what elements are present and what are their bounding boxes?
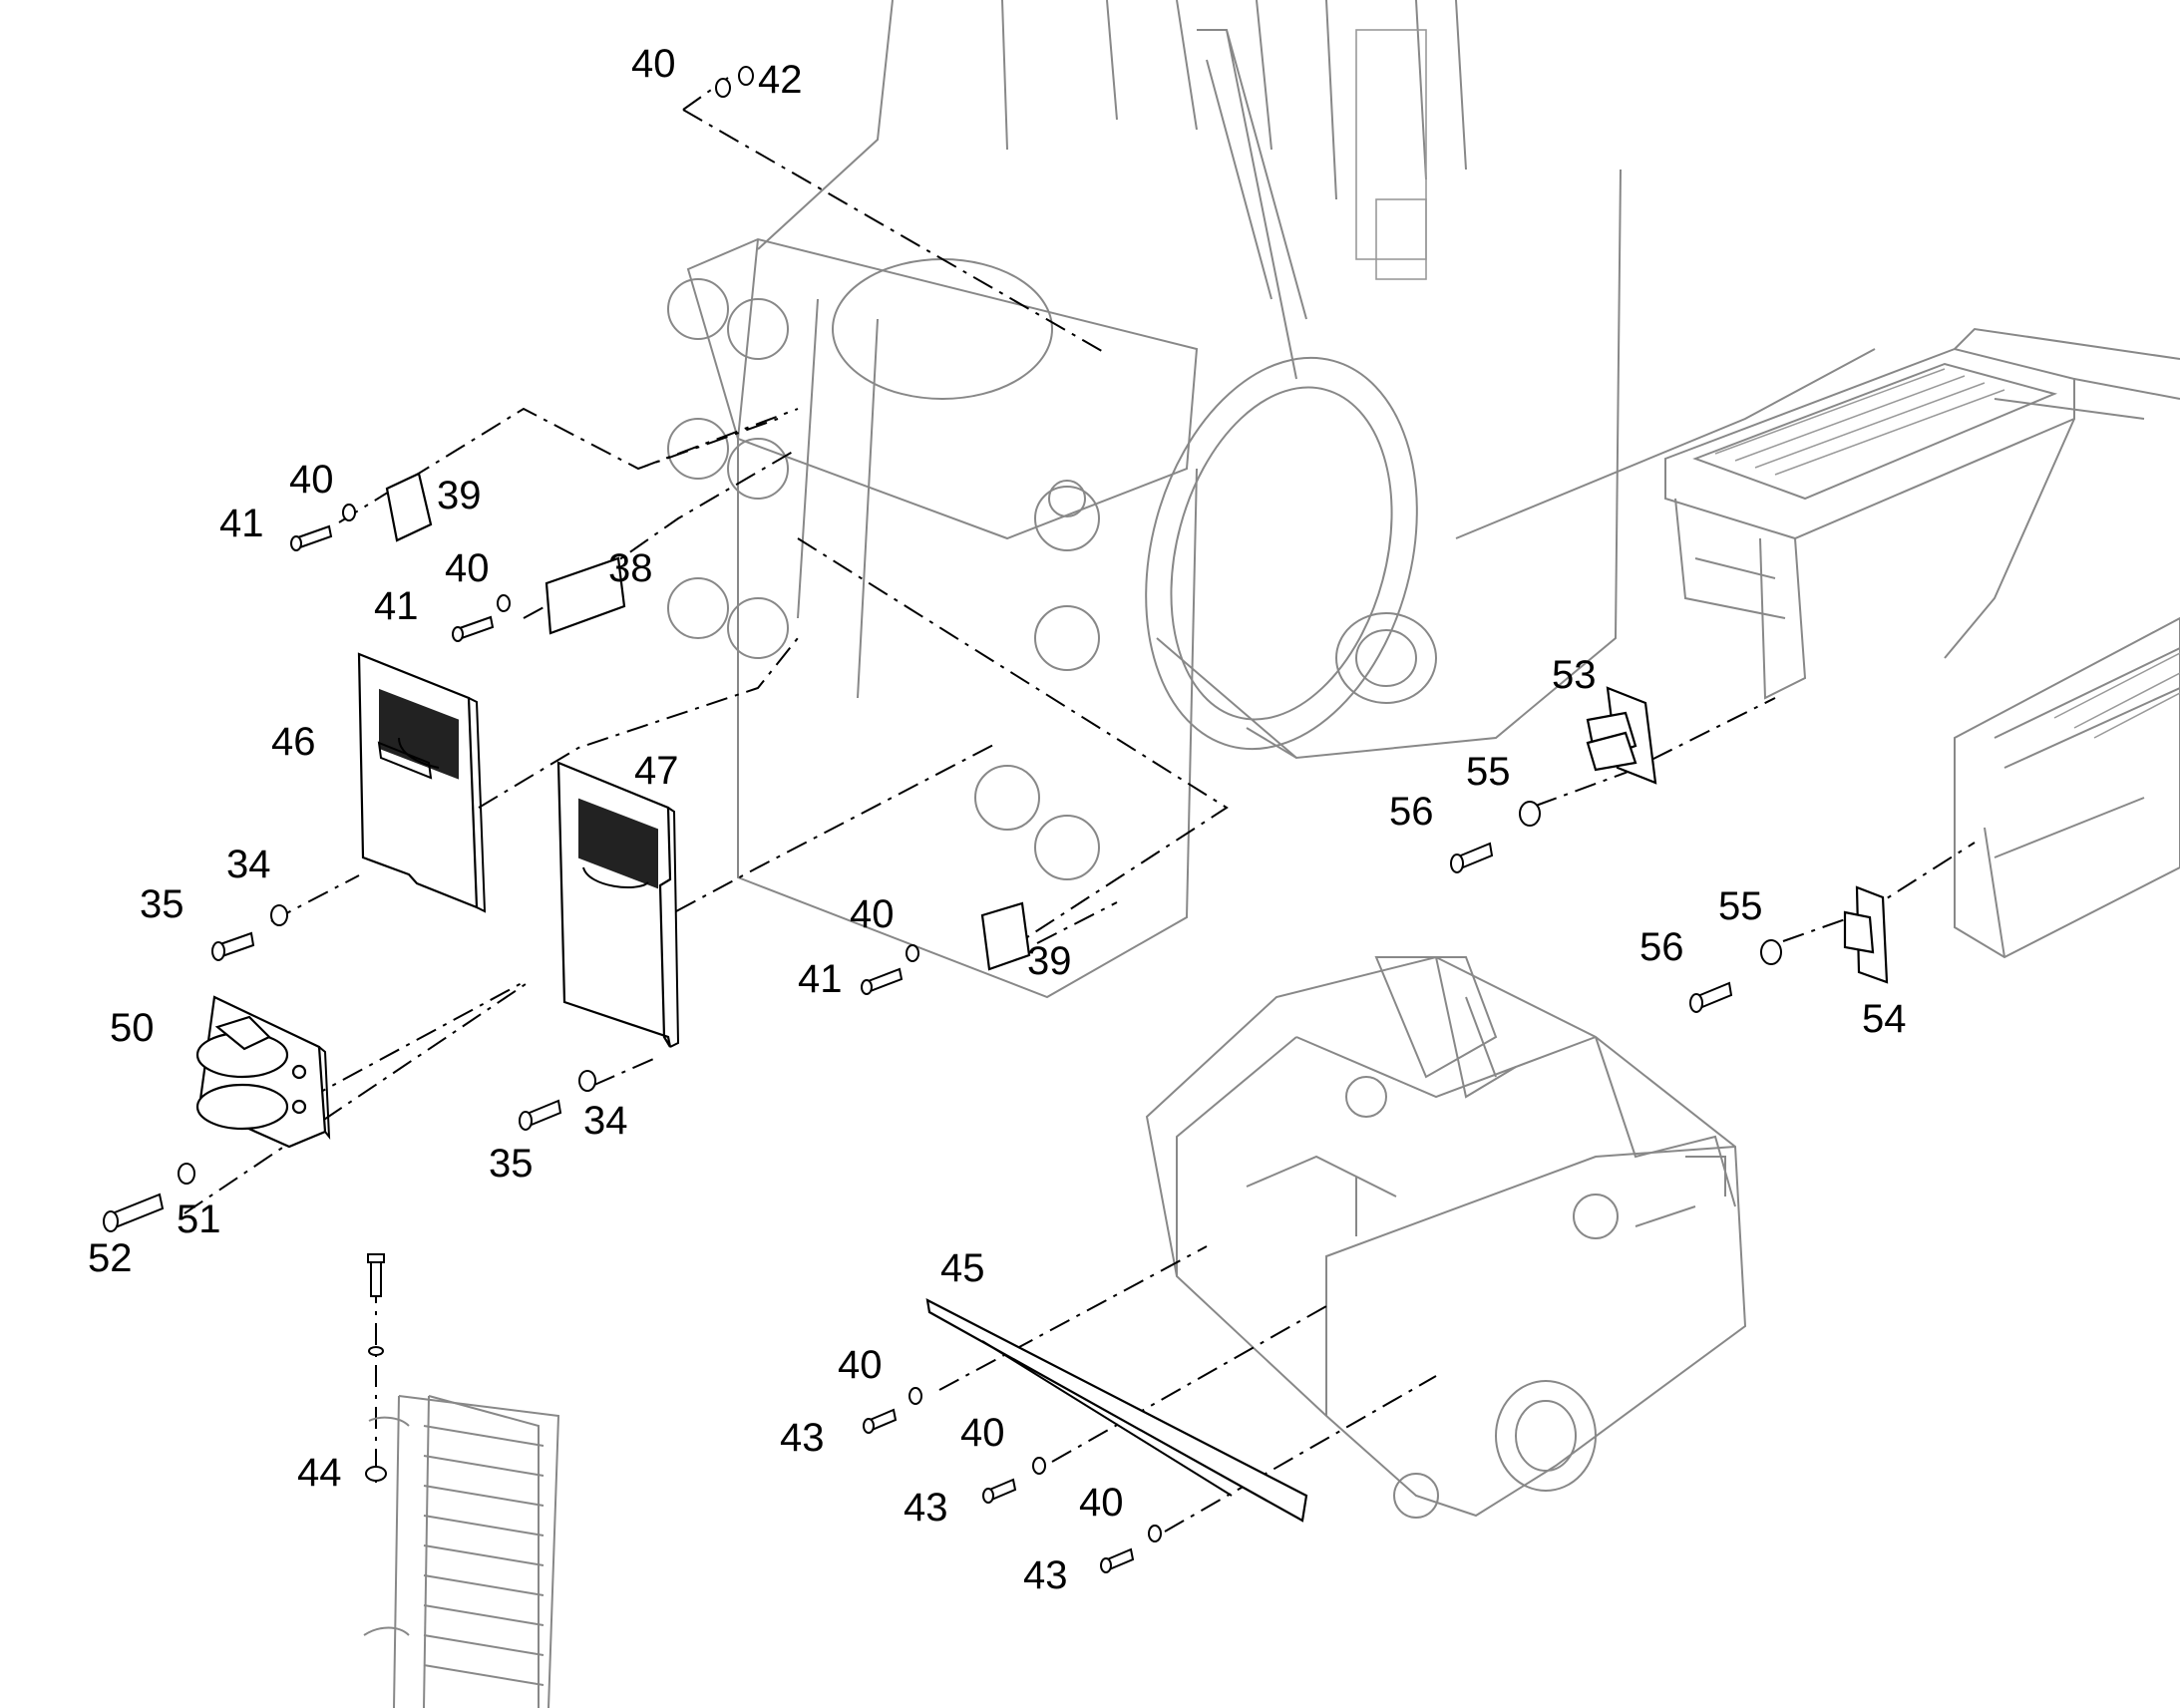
lower-right-step-platform <box>1954 616 2180 959</box>
callout-39: 39 <box>437 474 482 517</box>
bracket-54 <box>1843 885 1889 984</box>
callout-41: 41 <box>798 957 843 1001</box>
callout-54: 54 <box>1862 997 1907 1041</box>
callout-43: 43 <box>780 1416 825 1460</box>
cover-plate-39-upper <box>385 472 433 542</box>
callout-53: 53 <box>1552 653 1597 697</box>
bracket-53 <box>1586 686 1657 785</box>
callout-55: 55 <box>1718 884 1763 928</box>
rail-bar-45 <box>925 1298 1308 1523</box>
callout-44: 44 <box>297 1451 342 1495</box>
cover-plate-38 <box>545 556 626 635</box>
callout-labels: 40 42 40 39 41 40 38 41 46 47 34 35 50 5… <box>88 42 1907 1597</box>
callout-52: 52 <box>88 1236 133 1280</box>
callout-35: 35 <box>140 882 184 926</box>
main-frame-illustration <box>667 0 1876 999</box>
callout-43: 43 <box>904 1486 948 1530</box>
callout-55: 55 <box>1466 750 1511 794</box>
callout-42: 42 <box>758 58 803 102</box>
cover-plate-39-lower <box>980 901 1031 971</box>
callout-51: 51 <box>177 1197 221 1241</box>
callout-41: 41 <box>219 502 264 545</box>
callout-40: 40 <box>289 458 334 502</box>
callout-45: 45 <box>940 1246 985 1290</box>
fasteners <box>103 66 1782 1573</box>
grille-panel-47 <box>556 761 680 1048</box>
callout-40: 40 <box>960 1411 1005 1455</box>
callout-38: 38 <box>608 546 653 590</box>
callout-39: 39 <box>1027 939 1072 983</box>
step-ladder-44 <box>363 1395 560 1708</box>
callout-40: 40 <box>850 892 895 936</box>
callout-40: 40 <box>631 42 676 86</box>
upper-right-step-platform <box>1664 327 2180 700</box>
lower-carrier-frame <box>1145 955 1747 1519</box>
callout-56: 56 <box>1639 925 1684 969</box>
callout-34: 34 <box>583 1099 628 1143</box>
callout-41: 41 <box>374 584 419 628</box>
callout-43: 43 <box>1023 1553 1068 1597</box>
callout-46: 46 <box>271 720 316 764</box>
callout-47: 47 <box>634 749 679 793</box>
callout-40: 40 <box>838 1343 883 1387</box>
callout-56: 56 <box>1389 790 1434 834</box>
callout-40: 40 <box>1079 1481 1124 1525</box>
tow-hitch-50 <box>195 995 331 1149</box>
callout-34: 34 <box>226 843 271 886</box>
callout-50: 50 <box>110 1006 155 1050</box>
callout-35: 35 <box>489 1142 534 1186</box>
grille-panel-46 <box>357 652 487 913</box>
callout-40: 40 <box>445 546 490 590</box>
